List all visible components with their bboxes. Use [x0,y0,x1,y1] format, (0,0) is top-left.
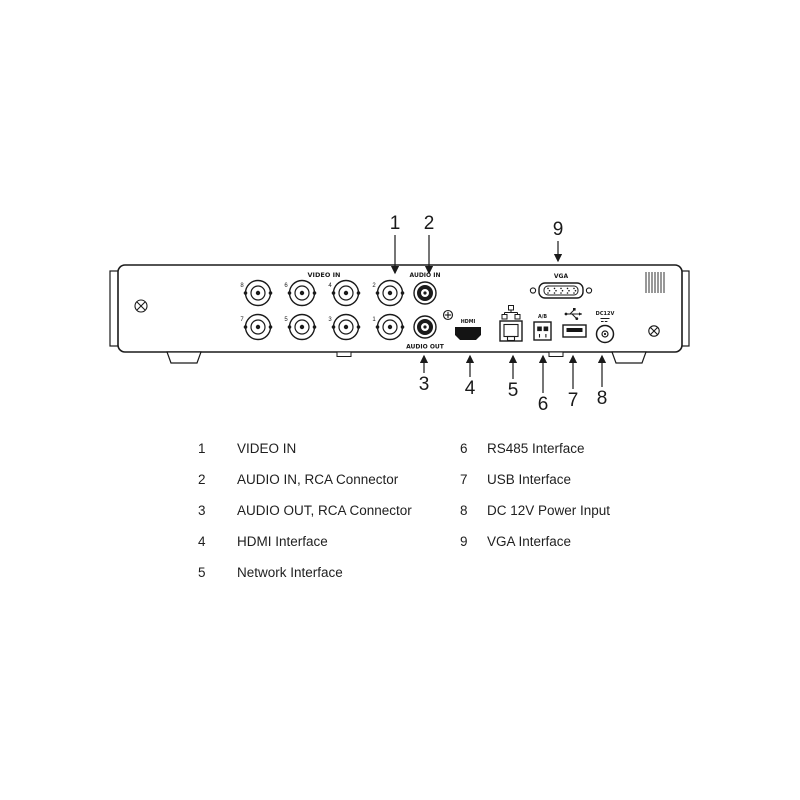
rs485-label: A/B [538,314,547,320]
bnc-connector [287,279,317,307]
hdmi-socket [455,327,481,340]
rear-panel-figure: VIDEO IN 8 6 4 2 7 5 3 1 AUDIO IN [109,213,690,415]
callout-number: 8 [597,388,608,409]
legend-label: DC 12V Power Input [487,503,611,518]
audio-out-jack: AUDIO OUT [406,315,445,351]
legend-number: 3 [198,503,206,518]
callout-6: 6 [538,354,549,415]
legend-label: AUDIO OUT, RCA Connector [237,503,412,518]
bnc-connector [243,313,273,341]
legend-label: RS485 Interface [487,441,585,456]
bnc-digit: 2 [372,283,376,289]
dc-symbol [600,318,610,322]
legend-number: 9 [460,534,468,549]
bnc-digit: 7 [240,317,244,323]
callout-4: 4 [465,354,476,399]
vga-pins [547,287,577,294]
bnc-connector [375,279,405,307]
bnc-connector [287,313,317,341]
usb-port [562,308,587,338]
right-foot [611,351,647,364]
dc-power-jack: DC12V [596,311,615,344]
bnc-digit: 3 [328,317,332,323]
legend-number: 5 [198,565,206,580]
left-foot [166,351,202,364]
bnc-connector [331,279,361,307]
usb-icon [564,308,582,320]
callout-number: 3 [419,374,430,395]
bottom-tab-right [548,351,564,357]
legend-number: 7 [460,472,468,487]
bnc-digit: 8 [240,283,244,289]
legend-label: AUDIO IN, RCA Connector [237,472,399,487]
callout-5: 5 [508,354,519,401]
callouts: 1 2 9 3 4 5 6 7 [390,213,608,415]
callout-number: 2 [424,213,435,234]
legend-number: 8 [460,503,468,518]
legend-number: 4 [198,534,206,549]
legend-label: HDMI Interface [237,534,328,549]
bnc-digit: 6 [284,283,288,289]
callout-number: 6 [538,394,549,415]
callout-9: 9 [553,219,564,263]
vga-label: VGA [554,273,569,280]
network-port [499,305,523,342]
screw-left [134,299,148,313]
legend-label: USB Interface [487,472,572,487]
callout-number: 1 [390,213,401,234]
audio-out-label: AUDIO OUT [406,344,445,351]
bnc-digit: 5 [284,317,288,323]
ground-screw [442,309,454,321]
callout-3: 3 [419,354,430,395]
hdmi-label: HDMI [461,319,476,325]
callout-7: 7 [568,354,579,411]
callout-number: 9 [553,219,564,240]
bottom-tab-left [336,351,352,357]
bnc-digit: 1 [372,317,376,323]
callout-number: 5 [508,380,519,401]
callout-8: 8 [597,354,608,409]
rs485-terminal: A/B [533,314,552,341]
callout-number: 4 [465,378,476,399]
vga-port: VGA [529,273,593,299]
dc12v-label: DC12V [596,311,615,317]
legend-label: VIDEO IN [237,441,297,456]
legend-number: 2 [198,472,206,487]
bnc-connector [243,279,273,307]
video-in-bnc-block: VIDEO IN 8 6 4 2 7 5 3 1 [240,271,405,341]
callout-1: 1 [390,213,401,275]
legend-number: 6 [460,441,468,456]
audio-in-jack: AUDIO IN [410,272,441,305]
bnc-connector [375,313,405,341]
legend-label: Network Interface [237,565,343,580]
bnc-connector [331,313,361,341]
network-icon [501,305,521,320]
callout-number: 7 [568,390,579,411]
vent-grille [645,272,665,293]
video-in-label: VIDEO IN [308,271,341,279]
screw-right [648,325,660,337]
hdmi-port: HDMI [455,319,481,340]
legend-number: 1 [198,441,206,456]
audio-in-label: AUDIO IN [410,272,441,279]
callout-2: 2 [424,213,435,275]
legend-label: VGA Interface [487,534,572,549]
usb-socket [562,324,587,338]
bnc-digit: 4 [328,283,332,289]
